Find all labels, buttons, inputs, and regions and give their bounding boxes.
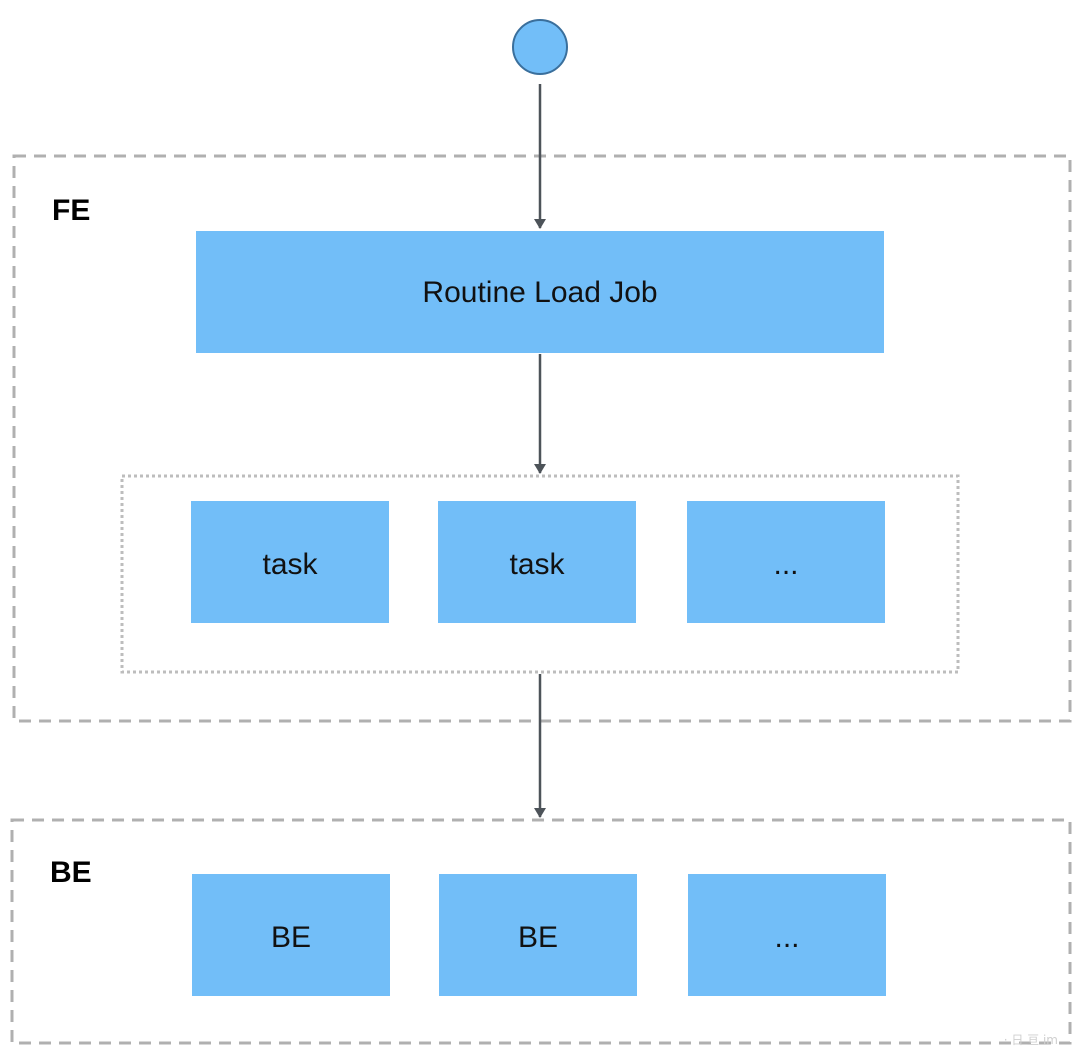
routine-load-job-box: [196, 231, 884, 353]
task-box: [687, 501, 885, 623]
task-label: task: [509, 548, 565, 581]
be-node-label: BE: [518, 921, 558, 954]
fe-group-border: [12, 154, 1072, 723]
be-node-box: [192, 874, 390, 996]
be-group-border: [10, 818, 1072, 1045]
task-label: task: [262, 548, 318, 581]
routine-load-job-label: Routine Load Job: [422, 276, 657, 309]
be-node-label: ...: [774, 921, 799, 954]
be-node-box: [688, 874, 886, 996]
be-group-label: BE: [50, 856, 92, 889]
watermark: · 日 亘 im: [1004, 1033, 1058, 1047]
fe-group-label: FE: [52, 194, 90, 227]
be-node-box: [439, 874, 637, 996]
task-box: [438, 501, 636, 623]
be-node-label: BE: [271, 921, 311, 954]
start-node: [512, 19, 568, 75]
task-box: [191, 501, 389, 623]
task-label: ...: [773, 548, 798, 581]
